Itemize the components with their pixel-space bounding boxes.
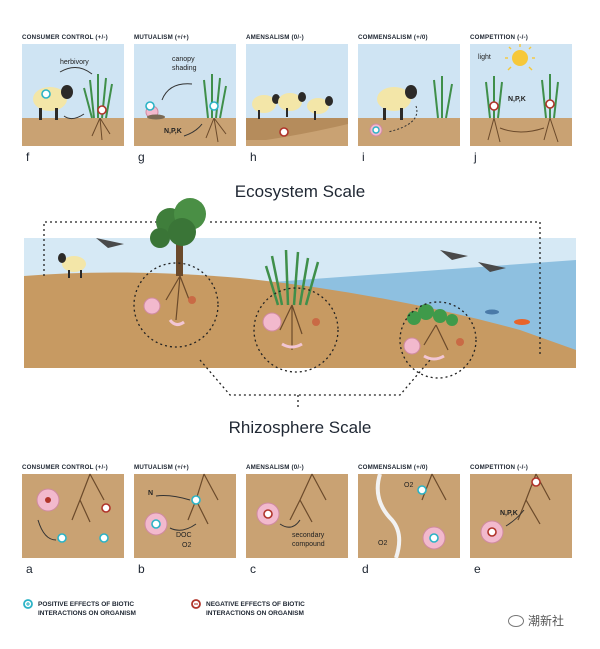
panel-d-title: COMMENSALISM (+/0) <box>358 464 428 471</box>
panel-e-letter: e <box>474 562 481 576</box>
ecosystem-scale-title: Ecosystem Scale <box>234 182 366 201</box>
doc-label: DOC <box>176 532 192 539</box>
legend-positive-line2: INTERACTIONS ON ORGANISM <box>38 610 136 617</box>
panel-b-title: MUTUALISM (+/+) <box>134 464 189 471</box>
panel-f: herbivory <box>22 44 124 146</box>
positive-effect-icon <box>23 599 33 609</box>
sheep-icon <box>58 253 86 278</box>
secondary-label: secondary <box>292 532 325 539</box>
panel-i-title: COMMENSALISM (+/0) <box>358 34 428 41</box>
panel-c-letter: c <box>250 562 256 576</box>
legend-negative-line1: NEGATIVE EFFECTS OF BIOTIC <box>206 601 305 608</box>
tree-icon <box>150 198 206 276</box>
legend-positive-line1: POSITIVE EFFECTS OF BIOTIC <box>38 601 135 608</box>
panel-a-title: CONSUMER CONTROL (+/-) <box>22 464 108 471</box>
n-label-b: N <box>148 490 154 497</box>
panel-h-title: AMENSALISM (0/-) <box>246 34 304 41</box>
legend-negative-line2: INTERACTIONS ON ORGANISM <box>206 610 304 617</box>
panel-e-title: COMPETITION (-/-) <box>470 464 529 471</box>
grass-cluster-icon <box>264 249 320 306</box>
panel-b-letter: b <box>138 562 145 576</box>
seagrass-icon <box>407 304 458 326</box>
npk-label-e: N,P,K <box>500 510 518 517</box>
panel-g-illustration <box>134 74 236 146</box>
sun-icon <box>505 44 535 71</box>
panel-i-letter: i <box>362 150 365 164</box>
panel-d-letter: d <box>362 562 369 576</box>
panel-a-illustration <box>22 473 124 558</box>
panel-a-letter: a <box>26 562 33 576</box>
panel-j-letter: j <box>474 150 477 164</box>
panel-h-letter: h <box>250 150 257 164</box>
panel-f-letter: f <box>26 150 30 164</box>
panel-g-title: MUTUALISM (+/+) <box>134 34 189 41</box>
panel-e-illustration <box>470 473 572 558</box>
npk-label-j: N,P,K <box>508 96 526 103</box>
panel-h <box>246 44 348 146</box>
o2-label-d1: O2 <box>404 482 414 489</box>
shading-label: shading <box>172 65 197 72</box>
wechat-icon <box>508 614 524 627</box>
herbivory-label: herbivory <box>60 59 89 66</box>
goose-icon <box>96 238 506 272</box>
light-label: light <box>478 54 491 61</box>
sheep-herd-icon <box>252 92 333 120</box>
panel-g-letter: g <box>138 150 145 164</box>
compound-label: compound <box>292 541 325 548</box>
watermark: 潮新社 <box>508 612 564 629</box>
panel-j-illustration <box>470 44 572 146</box>
rhizosphere-scale-title: Rhizosphere Scale <box>228 418 372 437</box>
panel-g: canopy shading N,P,K <box>134 44 236 146</box>
panel-j-title: COMPETITION (-/-) <box>470 34 529 41</box>
panel-c-title: AMENSALISM (0/-) <box>246 464 304 471</box>
o2-label-d2: O2 <box>378 540 388 547</box>
panel-f-illustration <box>22 67 124 146</box>
negative-effect-icon <box>191 599 201 609</box>
canopy-label: canopy <box>172 56 195 63</box>
fish-icon <box>485 309 530 325</box>
panel-h-illustration <box>246 92 348 146</box>
legend-negative: NEGATIVE EFFECTS OF BIOTIC INTERACTIONS … <box>206 600 305 618</box>
panel-f-title: CONSUMER CONTROL (+/-) <box>22 34 108 41</box>
sheep-icon <box>33 85 73 120</box>
panel-i-illustration <box>358 76 460 146</box>
npk-label-g: N,P,K <box>164 128 182 135</box>
panel-j: light N,P,K <box>470 44 572 146</box>
o2-label-b: O2 <box>182 542 192 549</box>
watermark-text: 潮新社 <box>528 614 565 628</box>
panel-i <box>358 44 460 146</box>
legend-positive: POSITIVE EFFECTS OF BIOTIC INTERACTIONS … <box>38 600 136 618</box>
